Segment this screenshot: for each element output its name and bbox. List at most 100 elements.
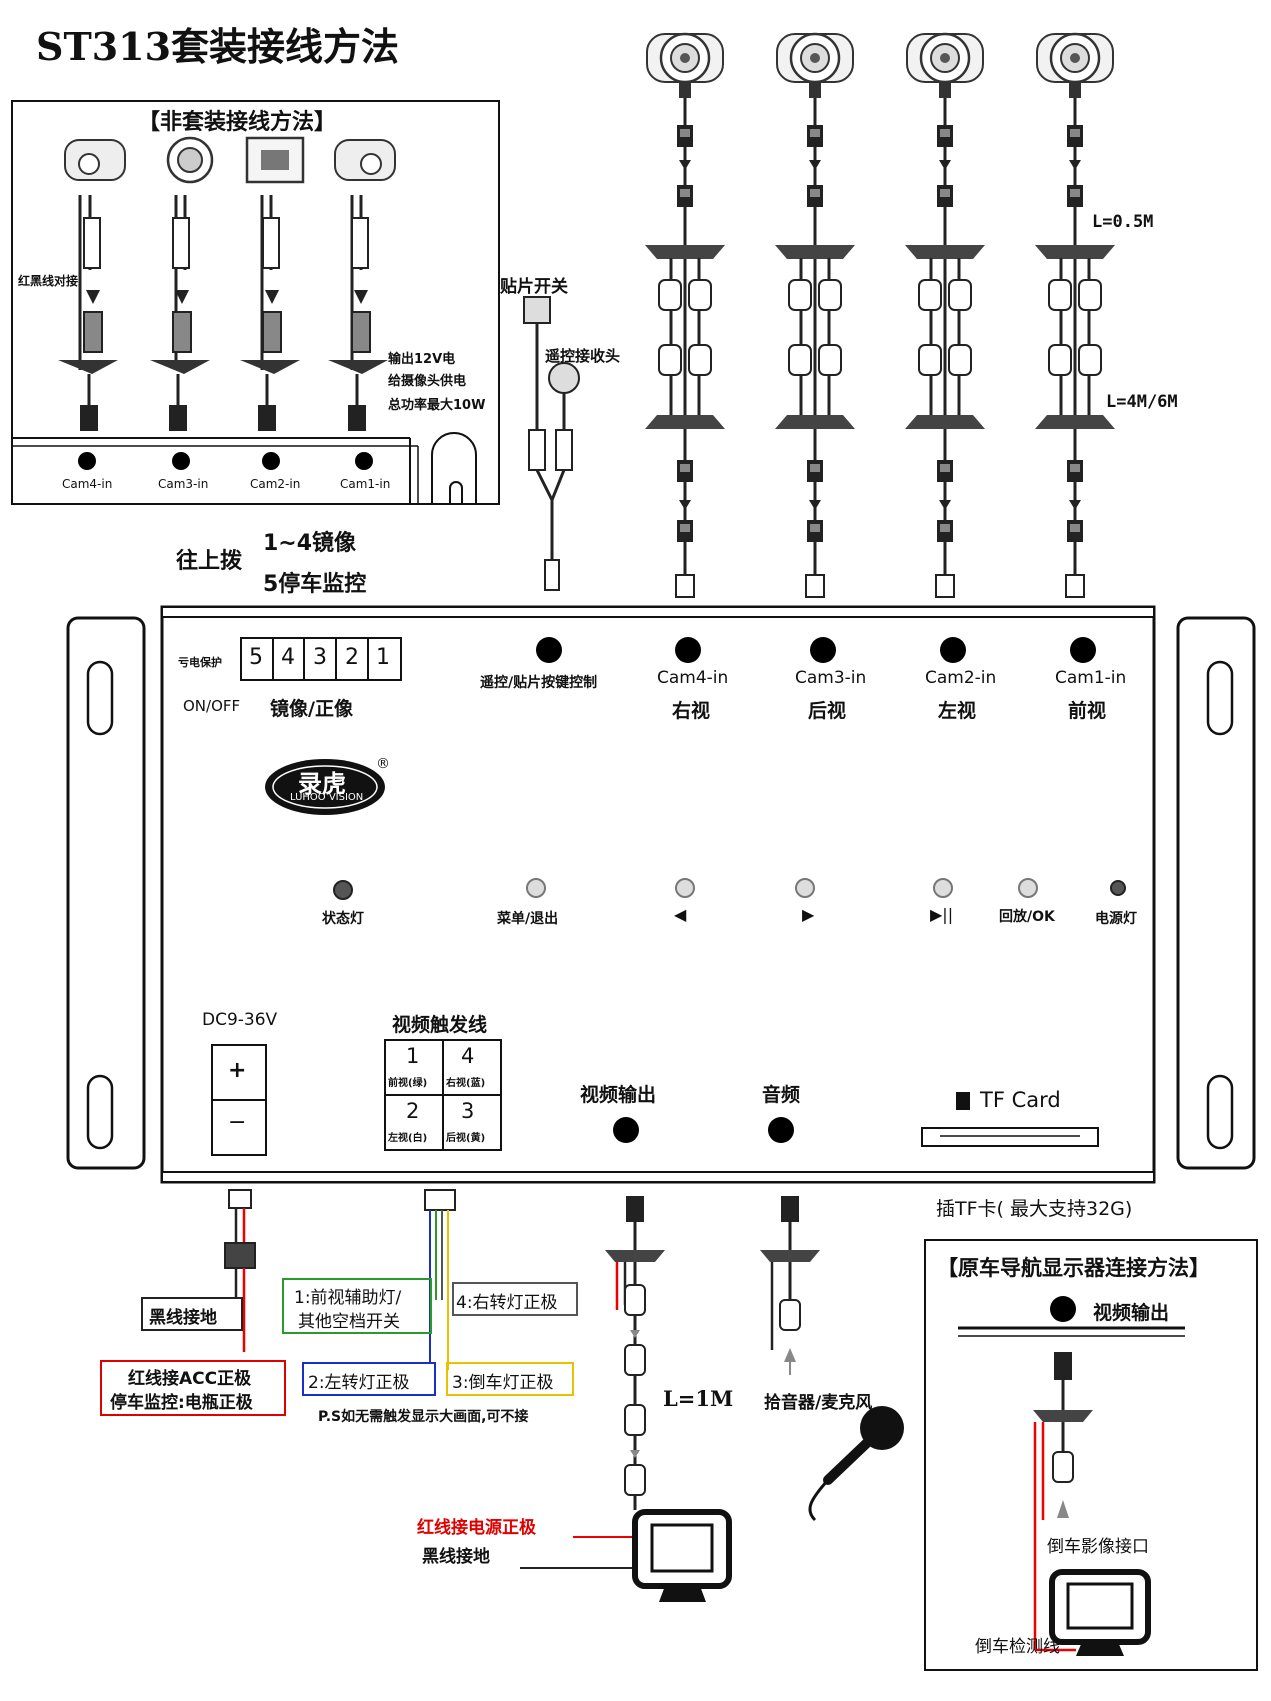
non-kit-cables	[64, 136, 396, 184]
dc-minus: −	[228, 1110, 247, 1135]
non-kit-port-label: Cam2-in	[250, 477, 301, 491]
trigger-title: 视频触发线	[392, 1014, 488, 1036]
dc-plus: +	[228, 1058, 247, 1083]
menu-button[interactable]	[526, 878, 546, 898]
trigger-desc: 后视(黄)	[446, 1133, 486, 1144]
power-led	[1110, 880, 1126, 896]
non-kit-port-label: Cam1-in	[340, 477, 391, 491]
red-power-label: 红线接电源正极	[417, 1518, 536, 1538]
non-kit-port-dot	[262, 452, 280, 470]
play-pause-label: ▶||	[930, 905, 954, 924]
non-kit-port-label: Cam3-in	[158, 477, 209, 491]
remote-port-label: 遥控/贴片按键控制	[480, 675, 598, 691]
tf-card-label: TF Card	[980, 1088, 1061, 1112]
trigger-desc: 前视(绿)	[388, 1078, 428, 1089]
oem-video-out-label: 视频输出	[1093, 1302, 1170, 1324]
menu-button-label: 菜单/退出	[497, 911, 559, 927]
dc-label: DC9-36V	[202, 1010, 278, 1030]
trigger-3-label: 3:倒车灯正极	[452, 1373, 554, 1393]
reverse-detect-label: 倒车检测线	[975, 1637, 1060, 1657]
red-black-label: 红黑线对接	[18, 274, 79, 288]
audio-label: 音频	[762, 1084, 801, 1106]
cam2-view-label: 左视	[938, 700, 977, 722]
trigger-num: 2	[406, 1099, 420, 1123]
cam4-port[interactable]	[675, 637, 701, 663]
reverse-port-label: 倒车影像接口	[1047, 1537, 1149, 1557]
cam1-view-label: 前视	[1068, 700, 1107, 722]
trigger-desc: 右视(蓝)	[446, 1078, 486, 1089]
dip-switch-1[interactable]: 1	[376, 645, 390, 670]
red-acc-label-2: 停车监控:电瓶正极	[110, 1393, 253, 1413]
dip-switch-2[interactable]: 2	[345, 645, 359, 670]
play-pause-button[interactable]	[933, 878, 953, 898]
black-ground-label: 黑线接地	[149, 1308, 217, 1328]
dip-note-line1: 1~4镜像	[263, 531, 357, 556]
non-kit-port-dot	[355, 452, 373, 470]
power-led-label: 电源灯	[1095, 911, 1137, 927]
cam2-port[interactable]	[940, 637, 966, 663]
dip-note-up: 往上拨	[176, 549, 243, 574]
playback-ok-button[interactable]	[1018, 878, 1038, 898]
logo-registered: ®	[376, 756, 390, 772]
trigger-num: 3	[461, 1099, 475, 1123]
non-kit-port-dot	[172, 452, 190, 470]
mirror-label: 镜像/正像	[270, 698, 353, 720]
oem-video-out-port	[1050, 1296, 1076, 1322]
cam3-port-label: Cam3-in	[795, 668, 867, 688]
trigger-num: 1	[406, 1044, 420, 1068]
remote-port[interactable]	[536, 637, 562, 663]
trigger-2-label: 2:左转灯正极	[308, 1373, 410, 1393]
audio-port[interactable]	[768, 1117, 794, 1143]
cam1-port[interactable]	[1070, 637, 1096, 663]
trigger-1-label-2: 其他空档开关	[298, 1312, 400, 1332]
playback-ok-label: 回放/OK	[999, 909, 1055, 925]
oem-heading: 【原车导航显示器连接方法】	[937, 1256, 1210, 1280]
mic-label: 拾音器/麦克风	[764, 1393, 873, 1413]
prev-button-label: ◀	[674, 905, 687, 924]
page-title: ST313套装接线方法	[36, 24, 400, 69]
dip-switch-3[interactable]: 3	[313, 645, 327, 670]
black-ground-label-2: 黑线接地	[422, 1547, 490, 1567]
cam3-view-label: 后视	[808, 700, 847, 722]
length-short-label: L=0.5M	[1092, 212, 1154, 232]
patch-switch-label: 贴片开关	[500, 277, 568, 297]
length-long-label: L=4M/6M	[1106, 392, 1178, 412]
status-led-label: 状态灯	[322, 911, 364, 927]
remote-receiver-label: 遥控接收头	[545, 347, 621, 365]
tf-card-slot[interactable]	[920, 1124, 1102, 1150]
microphone-icon	[808, 1406, 904, 1522]
length-1m-label: L=1M	[663, 1386, 734, 1411]
red-acc-label-1: 红线接ACC正极	[128, 1369, 252, 1389]
logo-text: 录虎	[298, 770, 346, 798]
tf-note: 插TF卡( 最大支持32G)	[936, 1198, 1133, 1220]
trigger-num: 4	[461, 1044, 475, 1068]
power-note-3: 总功率最大10W	[388, 398, 486, 413]
camera-chains	[645, 32, 1115, 598]
cam3-port[interactable]	[810, 637, 836, 663]
power-note-1: 输出12V电	[388, 352, 456, 367]
dip-switch-5[interactable]: 5	[249, 645, 263, 670]
non-kit-port-label: Cam4-in	[62, 477, 113, 491]
cam4-view-label: 右视	[672, 700, 711, 722]
non-kit-heading: 【非套装接线方法】	[138, 110, 337, 135]
trigger-4-label: 4:右转灯正极	[456, 1293, 558, 1313]
cam4-port-label: Cam4-in	[657, 668, 729, 688]
dip-switch-4[interactable]: 4	[281, 645, 295, 670]
cam1-port-label: Cam1-in	[1055, 668, 1127, 688]
on-off-label: ON/OFF	[183, 697, 241, 715]
cam2-port-label: Cam2-in	[925, 668, 997, 688]
video-out-label: 视频输出	[580, 1084, 657, 1106]
video-out-port[interactable]	[613, 1117, 639, 1143]
next-button-label: ▶	[802, 905, 815, 924]
trigger-1-label-1: 1:前视辅助灯/	[294, 1288, 402, 1308]
dip-note-line2: 5停车监控	[263, 572, 367, 597]
next-button[interactable]	[795, 878, 815, 898]
trigger-desc: 左视(白)	[388, 1133, 428, 1144]
status-led	[333, 880, 353, 900]
ps-note: P.S如无需触发显示大画面,可不接	[318, 1409, 529, 1425]
logo-sub: LUHOO VISION	[290, 792, 364, 803]
prev-button[interactable]	[675, 878, 695, 898]
non-kit-port-dot	[78, 452, 96, 470]
dip-left-label: 亏电保护	[178, 656, 222, 669]
